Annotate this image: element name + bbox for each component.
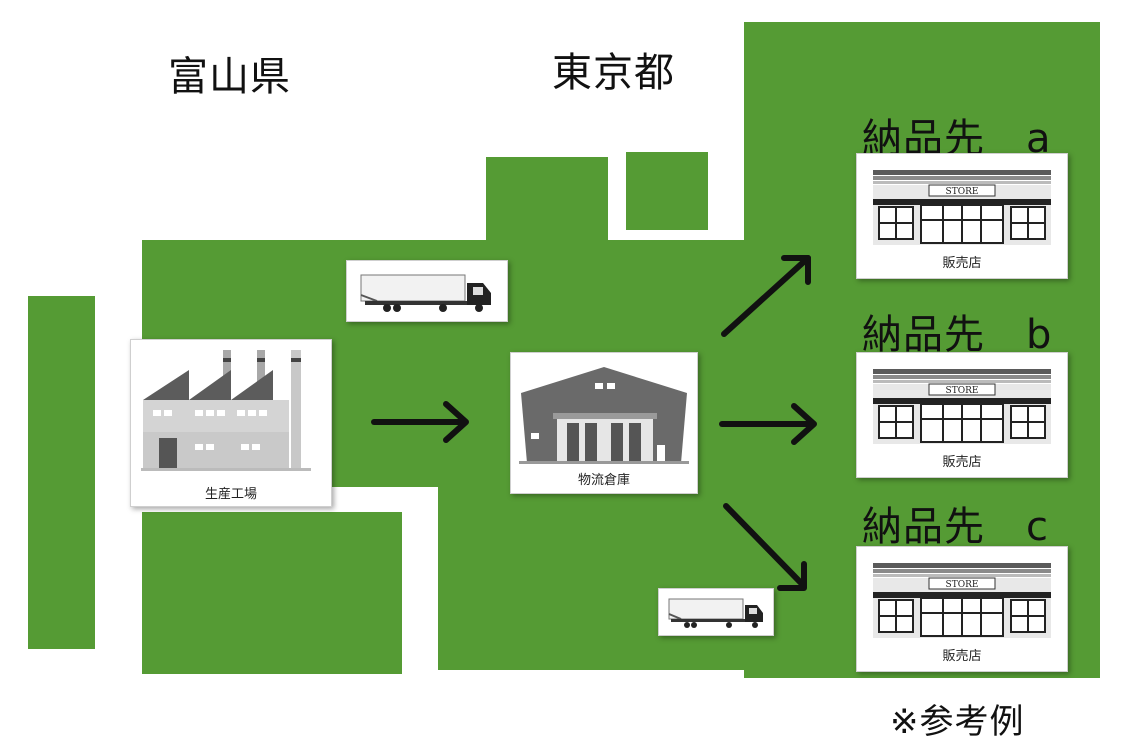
store-icon: STORE <box>873 369 1051 444</box>
land-notch-top <box>486 157 608 243</box>
store-card-a: STORE 販売店 <box>856 153 1068 279</box>
truck-card-lower <box>658 588 774 636</box>
truck-icon-small <box>668 598 763 628</box>
store-sign-a: STORE <box>946 187 979 197</box>
truck-icon <box>360 274 491 312</box>
arrow-factory-to-warehouse <box>371 401 469 443</box>
store-icon: STORE <box>873 563 1051 638</box>
store-caption-b: 販売店 <box>942 455 982 470</box>
reference-note: ※参考例 <box>890 702 1025 742</box>
land-lower-middle <box>438 480 828 670</box>
store-icon: STORE <box>873 170 1051 245</box>
warehouse-icon <box>519 367 689 464</box>
store-sign-b: STORE <box>946 386 979 396</box>
truck-card-upper <box>346 260 508 322</box>
land-island <box>626 152 708 230</box>
region-label-toyama: 富山県 <box>168 54 291 100</box>
arrow-warehouse-to-store-c <box>723 503 807 591</box>
factory-card: 生産工場 <box>130 339 332 507</box>
store-sign-c: STORE <box>946 580 979 590</box>
arrow-warehouse-to-store-b <box>719 403 817 445</box>
factory-icon <box>141 350 311 471</box>
land-bottom-left <box>142 512 402 674</box>
store-card-c: STORE 販売店 <box>856 546 1068 672</box>
destination-title-b: 納品先 b <box>862 312 1053 358</box>
warehouse-caption: 物流倉庫 <box>577 473 630 488</box>
store-caption-c: 販売店 <box>942 649 982 664</box>
land-strip-left <box>28 296 95 649</box>
store-caption-a: 販売店 <box>942 256 982 271</box>
factory-caption: 生産工場 <box>204 487 257 502</box>
destination-title-c: 納品先 c <box>862 504 1049 550</box>
region-label-tokyo: 東京都 <box>552 50 675 96</box>
arrow-warehouse-to-store-a <box>721 255 811 337</box>
warehouse-card: 物流倉庫 <box>510 352 698 494</box>
store-card-b: STORE 販売店 <box>856 352 1068 478</box>
